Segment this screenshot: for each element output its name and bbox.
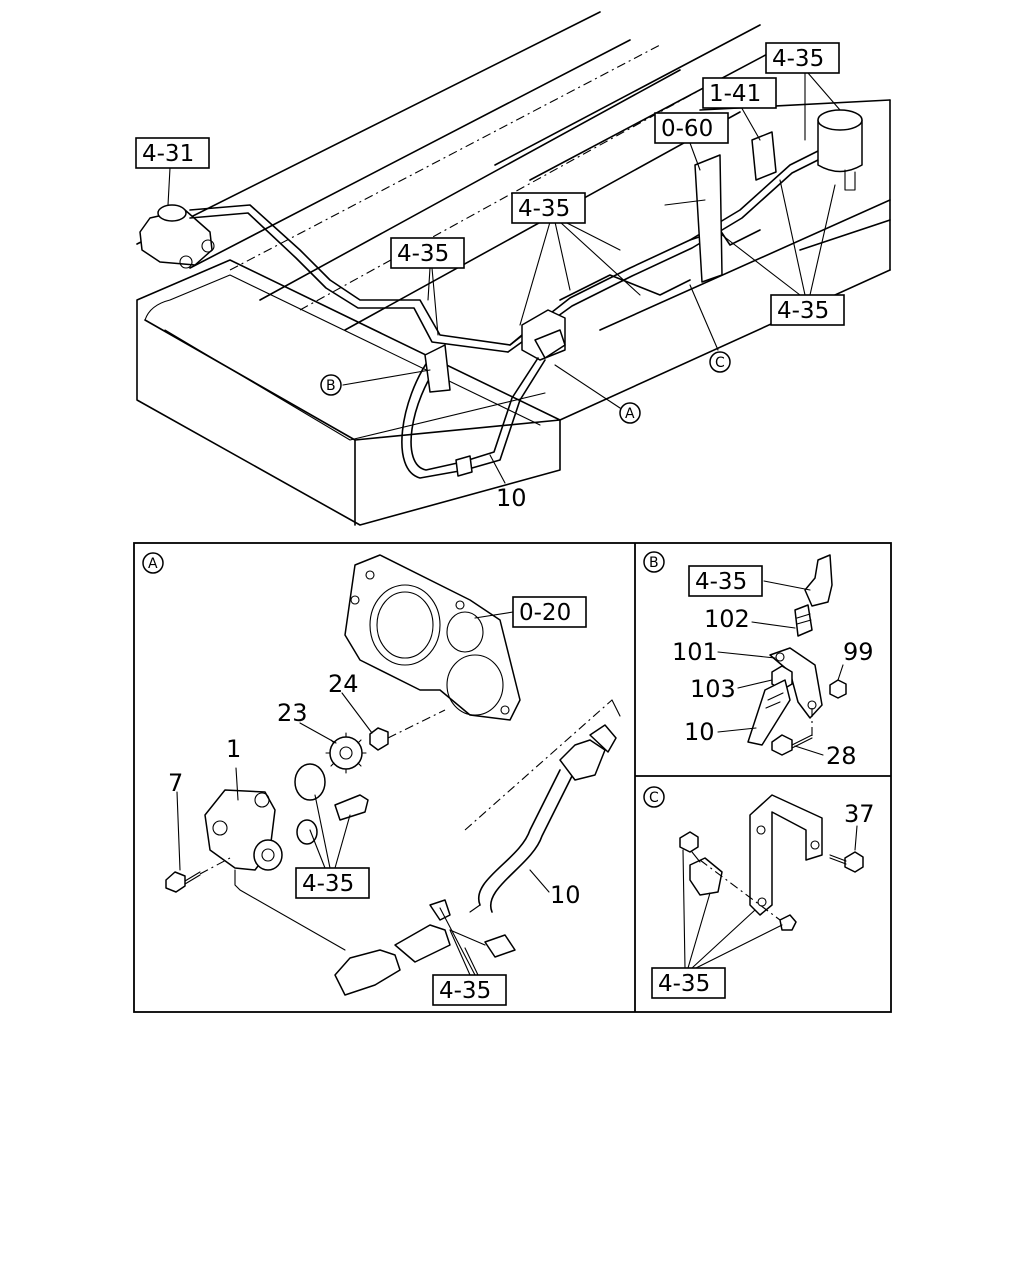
detail-a-tag: A: [148, 556, 158, 572]
detail-b: B: [643, 551, 847, 756]
part-number-28: 28: [826, 742, 857, 770]
fluid-reservoir: [817, 109, 863, 191]
ref-label-4-35-top-right: 4-35: [772, 46, 824, 72]
part-number-101: 101: [672, 638, 718, 666]
ref-label-0-60: 0-60: [661, 116, 713, 142]
detail-c-tag: C: [649, 790, 659, 806]
callout-b: B: [326, 378, 336, 394]
detail-a: A: [142, 552, 621, 996]
callout-a: A: [625, 406, 635, 422]
callout-circle-c: [709, 351, 731, 373]
part-number-24: 24: [328, 670, 359, 698]
ref-label-4-35-detail-c: 4-35: [658, 971, 710, 997]
junction-block: [521, 309, 566, 361]
part-number-103: 103: [690, 675, 736, 703]
part-number-10-detail-a: 10: [550, 881, 581, 909]
callout-circle-a: [619, 402, 641, 424]
callout-c: C: [715, 355, 725, 371]
ref-label-4-35-right: 4-35: [777, 298, 829, 324]
part-number-102: 102: [704, 605, 750, 633]
callout-circle-b: [320, 374, 342, 396]
master-cylinder: [139, 204, 215, 269]
part-number-7: 7: [168, 769, 183, 797]
detail-frame: [133, 542, 892, 1013]
part-number-99: 99: [843, 638, 874, 666]
part-number-10-detail-b: 10: [684, 718, 715, 746]
overview-drawing: [136, 11, 891, 526]
part-number-10-overview: 10: [496, 484, 527, 512]
ref-label-4-31: 4-31: [142, 141, 194, 167]
ref-label-4-35-detail-b: 4-35: [695, 569, 747, 595]
ref-label-4-35-detail-a-mid: 4-35: [302, 871, 354, 897]
part-number-37: 37: [844, 800, 875, 828]
ref-label-0-20: 0-20: [519, 600, 571, 626]
ref-label-1-41: 1-41: [709, 81, 761, 107]
ref-label-4-35-center: 4-35: [518, 196, 570, 222]
ref-label-4-35-left: 4-35: [397, 241, 449, 267]
ref-label-4-35-detail-a-bottom: 4-35: [439, 978, 491, 1004]
detail-b-tag: B: [649, 555, 659, 571]
detail-c: C: [643, 786, 864, 969]
part-number-1: 1: [226, 735, 241, 763]
part-number-23: 23: [277, 699, 308, 727]
